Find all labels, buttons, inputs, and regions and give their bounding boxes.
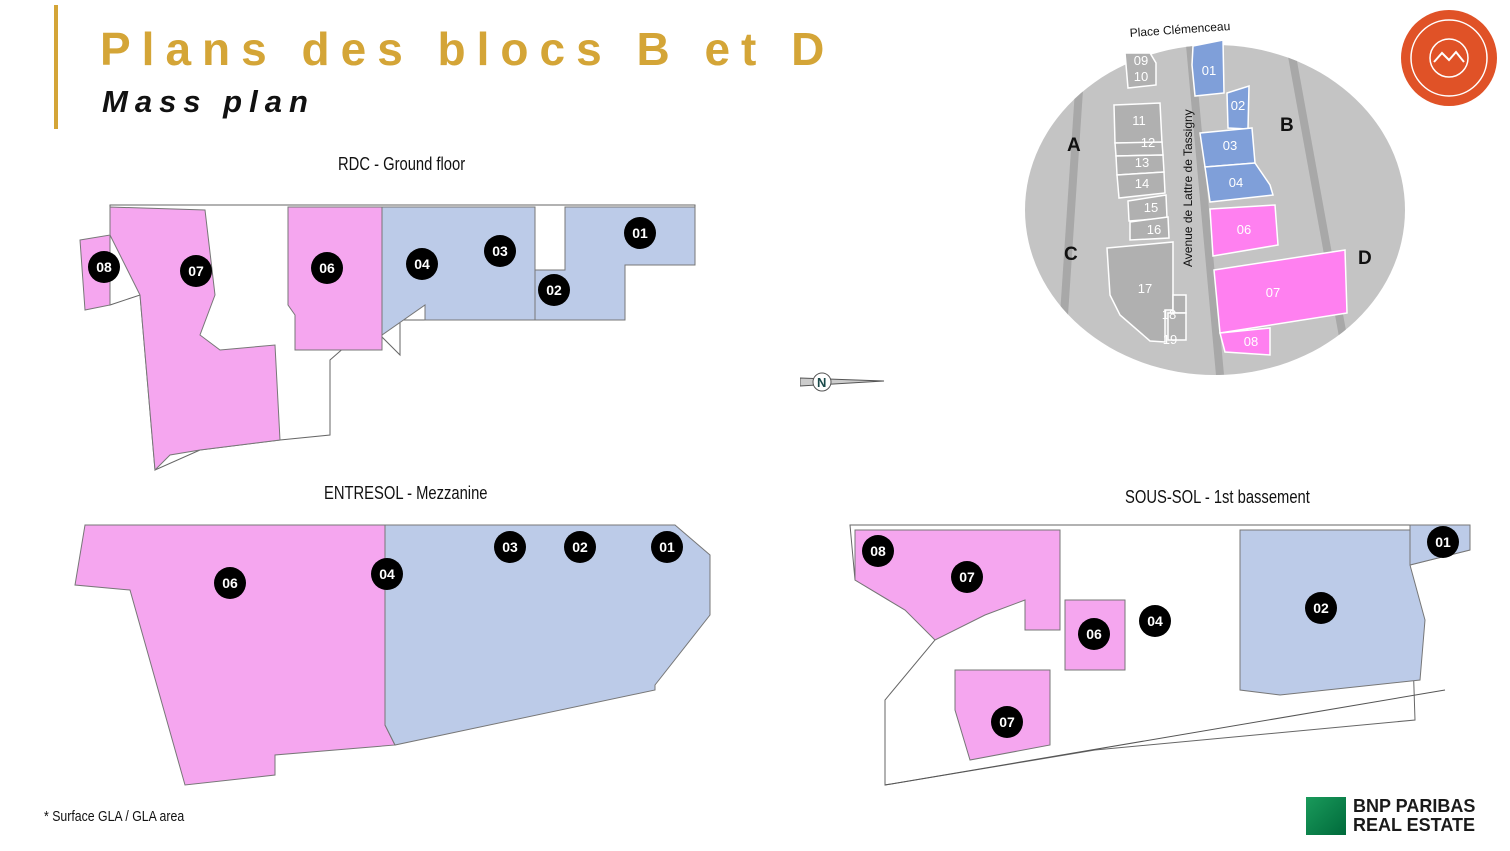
lot-label: 19	[1163, 332, 1177, 347]
page-title: Plans des blocs B et D	[100, 23, 836, 75]
plan-rdc	[79, 204, 696, 472]
unit-badge[interactable]: 02	[1305, 592, 1337, 624]
lot-label: 12	[1141, 135, 1155, 150]
unit-badge[interactable]: 07	[991, 706, 1023, 738]
unit-badge[interactable]: 06	[311, 252, 343, 284]
north-compass: N	[799, 372, 885, 392]
promenade-logo	[1401, 10, 1497, 106]
lot-label: 02	[1231, 98, 1245, 113]
unit-badge[interactable]: 08	[862, 535, 894, 567]
lot-label: 11	[1132, 113, 1146, 128]
plan-title-basement: SOUS-SOL - 1st bassement	[1125, 487, 1310, 507]
lots-blue	[1191, 39, 1274, 203]
lot-label: 14	[1135, 176, 1149, 191]
unit-badge[interactable]: 06	[214, 567, 246, 599]
plan-mezzanine	[74, 524, 711, 786]
plan-title-mezzanine: ENTRESOL - Mezzanine	[324, 483, 488, 503]
compass-label: N	[817, 375, 826, 390]
lots-pink	[1209, 204, 1348, 356]
block-label-a: A	[1067, 135, 1081, 156]
footnote: * Surface GLA / GLA area	[44, 808, 185, 825]
unit-badge[interactable]: 04	[406, 248, 438, 280]
bnp-line2: REAL ESTATE	[1353, 815, 1476, 835]
site-map: 09 10 11 12 13 14 15 16 17 18 19 01 02 0…	[1025, 19, 1405, 375]
block-label-b: B	[1280, 115, 1294, 136]
unit-area-pink	[74, 524, 396, 786]
lot-label: 03	[1223, 138, 1237, 153]
lot-label: 13	[1135, 155, 1149, 170]
block-label-c: C	[1064, 244, 1078, 265]
unit-badge[interactable]: 02	[538, 274, 570, 306]
unit-area-blue	[384, 524, 711, 746]
lot-label: 16	[1147, 222, 1161, 237]
plan-basement	[849, 524, 1471, 786]
street-label-top: Place Clémenceau	[1129, 19, 1230, 40]
unit-badge[interactable]: 03	[494, 531, 526, 563]
bnp-logo-icon	[1306, 797, 1346, 835]
unit-badge[interactable]: 06	[1078, 618, 1110, 650]
unit-badge[interactable]: 08	[88, 251, 120, 283]
lot-label: 01	[1202, 63, 1216, 78]
title-accent-bar	[54, 5, 58, 129]
unit-badge[interactable]: 03	[484, 235, 516, 267]
plan-title-rdc: RDC - Ground floor	[338, 154, 466, 174]
bnp-line1: BNP PARIBAS	[1353, 796, 1476, 816]
lot-label: 07	[1266, 285, 1280, 300]
lots-gray	[1106, 52, 1187, 343]
block-label-d: D	[1358, 248, 1372, 269]
page-subtitle: Mass plan	[102, 84, 315, 119]
street-label-center: Avenue de Lattre de Tassigny	[1181, 109, 1195, 267]
lot-label: 04	[1229, 175, 1243, 190]
unit-badge[interactable]: 07	[951, 561, 983, 593]
unit-badge[interactable]: 01	[1427, 526, 1459, 558]
street-line	[884, 689, 1446, 786]
unit-badge[interactable]: 04	[371, 558, 403, 590]
unit-badge[interactable]: 01	[651, 531, 683, 563]
lot-label: 10	[1134, 69, 1148, 84]
lot-label: 09	[1134, 53, 1148, 68]
unit-badge[interactable]: 04	[1139, 605, 1171, 637]
unit-badge[interactable]: 02	[564, 531, 596, 563]
unit-badge[interactable]: 07	[180, 255, 212, 287]
bnp-logo-text: BNP PARIBAS REAL ESTATE	[1353, 797, 1475, 835]
lot-label: 15	[1144, 200, 1158, 215]
lot-label: 17	[1138, 281, 1152, 296]
lot-label: 06	[1237, 222, 1251, 237]
unit-area-blue	[381, 206, 536, 336]
lot-label: 18	[1162, 307, 1176, 322]
lot-label: 08	[1244, 334, 1258, 349]
unit-badge[interactable]: 01	[624, 217, 656, 249]
